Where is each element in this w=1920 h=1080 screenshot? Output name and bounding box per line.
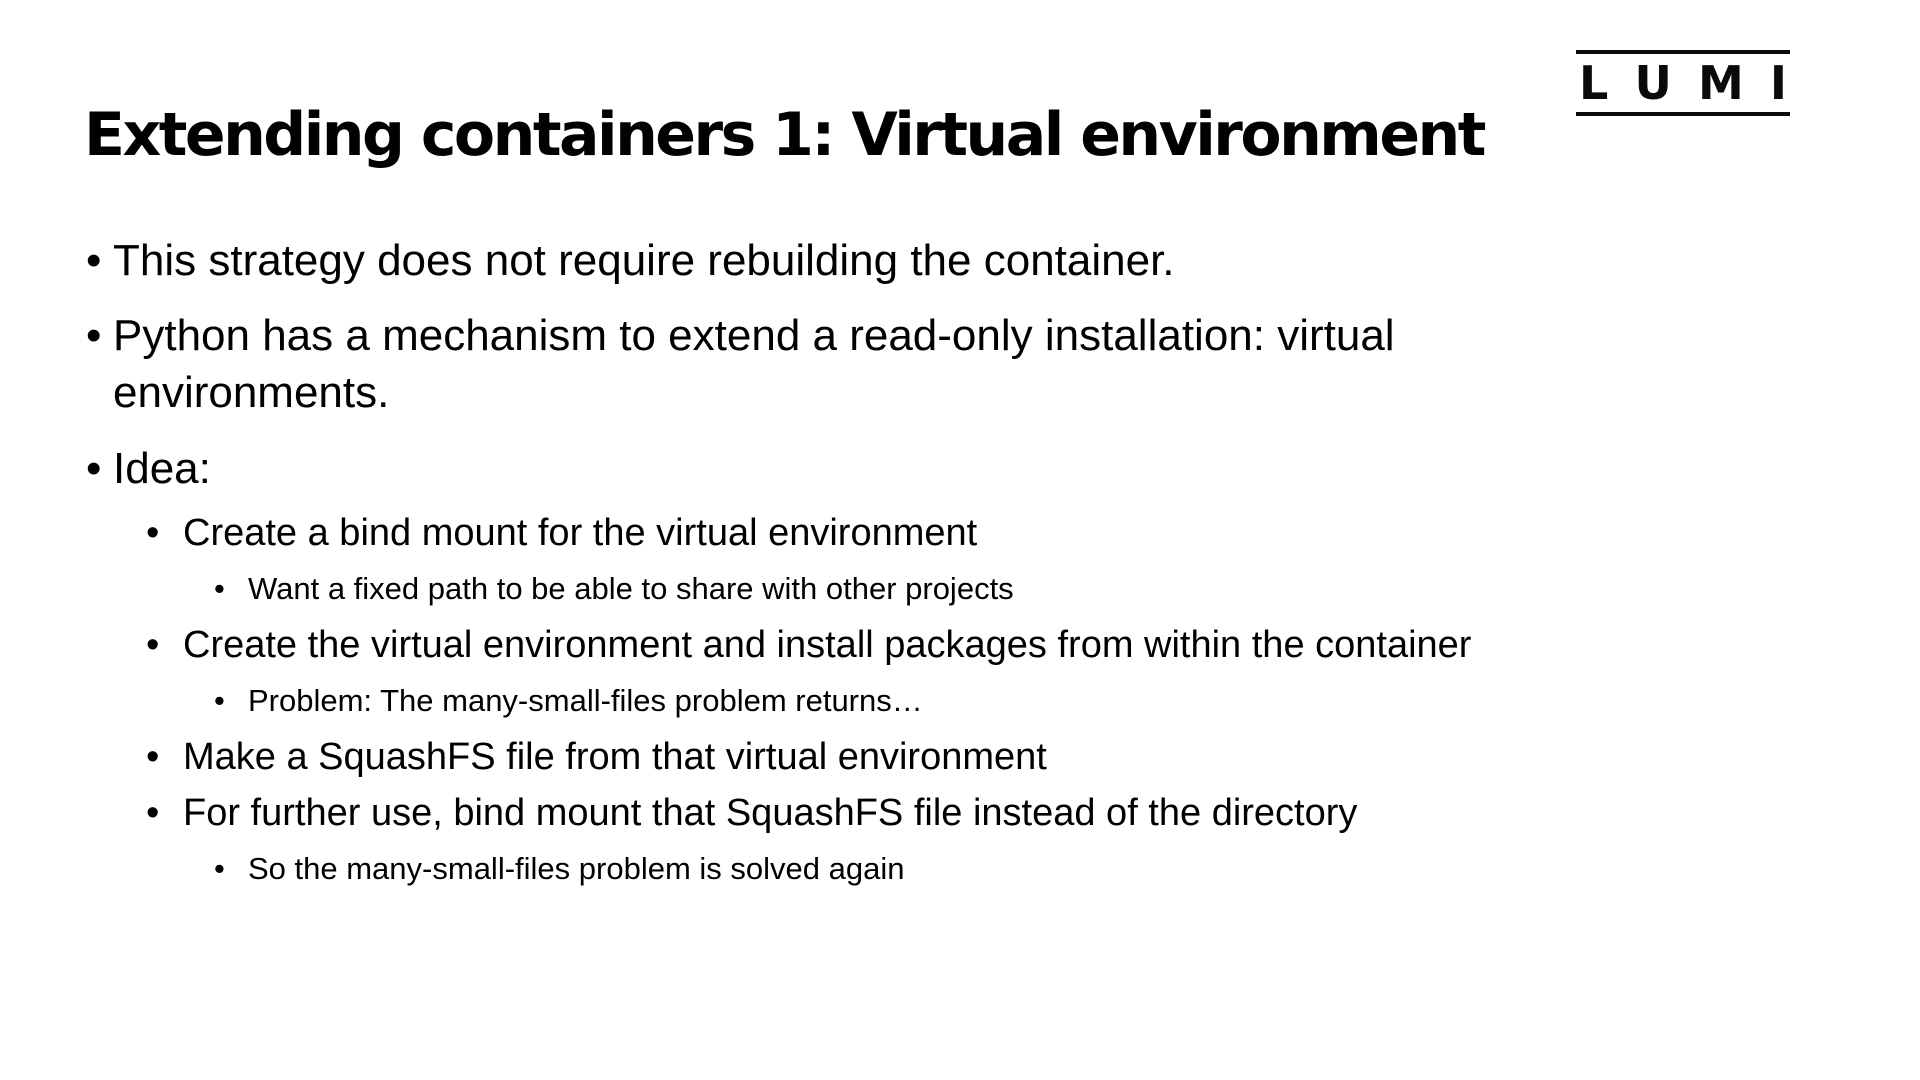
bullet-item-l3: • Problem: The many-small-files problem … — [0, 673, 1880, 729]
bullet-icon: • — [146, 736, 160, 778]
bullet-icon: • — [86, 444, 102, 493]
bullet-item-l2: • For further use, bind mount that Squas… — [0, 785, 1880, 841]
bullet-text: For further use, bind mount that SquashF… — [183, 792, 1358, 834]
bullet-icon: • — [214, 683, 225, 718]
bullet-item-l3: • Want a fixed path to be able to share … — [0, 561, 1880, 617]
bullet-item-l1: • Python has a mechanism to extend a rea… — [0, 307, 1880, 421]
bullet-item-l1: • Idea: — [0, 440, 1880, 497]
bullet-icon: • — [146, 792, 160, 834]
bullet-item-l3: • So the many-small-files problem is sol… — [0, 841, 1880, 897]
bullet-text: Idea: — [113, 444, 211, 493]
bullet-icon: • — [146, 624, 160, 666]
logo-rule-bottom — [1576, 112, 1790, 116]
bullet-item-l2: • Create a bind mount for the virtual en… — [0, 505, 1880, 561]
lumi-logo: L U M I — [1576, 50, 1790, 116]
bullet-icon: • — [86, 236, 102, 285]
logo-letter: I — [1769, 56, 1787, 110]
bullet-icon: • — [214, 571, 225, 606]
logo-wordmark: L U M I — [1576, 54, 1790, 112]
bullet-item-l2: • Make a SquashFS file from that virtual… — [0, 729, 1880, 785]
bullet-text: Want a fixed path to be able to share wi… — [248, 571, 1014, 606]
bullet-text: This strategy does not require rebuildin… — [113, 236, 1175, 285]
bullet-list: • This strategy does not require rebuild… — [0, 232, 1880, 897]
logo-letter: U — [1634, 56, 1672, 110]
bullet-text: Python has a mechanism to extend a read-… — [113, 311, 1395, 417]
bullet-item-l2: • Create the virtual environment and ins… — [0, 617, 1880, 673]
logo-rule-top — [1576, 50, 1790, 54]
bullet-text: So the many-small-files problem is solve… — [248, 851, 905, 886]
bullet-text: Create the virtual environment and insta… — [183, 624, 1472, 666]
bullet-text: Problem: The many-small-files problem re… — [248, 683, 923, 718]
bullet-icon: • — [214, 851, 225, 886]
logo-letter: M — [1697, 56, 1744, 110]
bullet-icon: • — [146, 512, 160, 554]
bullet-text: Create a bind mount for the virtual envi… — [183, 512, 978, 554]
bullet-item-l1: • This strategy does not require rebuild… — [0, 232, 1880, 289]
logo-letter: L — [1579, 56, 1609, 110]
slide-title: Extending containers 1: Virtual environm… — [84, 100, 1486, 171]
bullet-icon: • — [86, 311, 102, 360]
bullet-text: Make a SquashFS file from that virtual e… — [183, 736, 1047, 778]
